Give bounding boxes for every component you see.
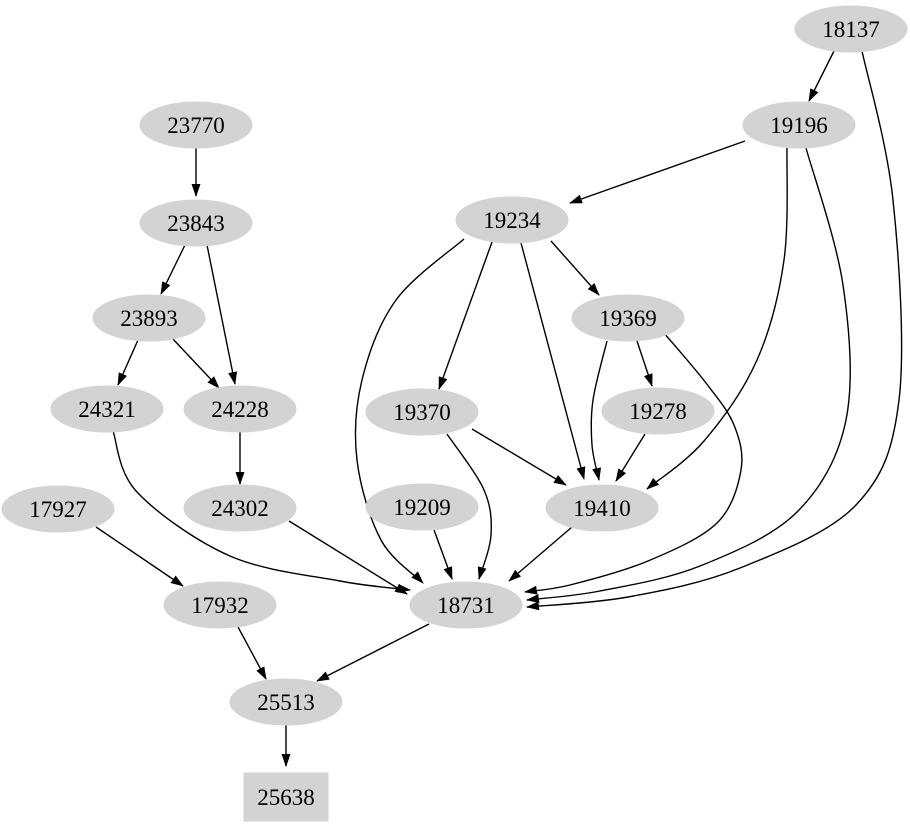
node-label-19234: 19234 (483, 208, 541, 233)
node-label-24302: 24302 (211, 496, 269, 521)
edge-19196-19410 (646, 147, 788, 490)
node-shape-17927 (1, 485, 115, 533)
node-shape-23893 (92, 294, 206, 342)
edge-18137-18731 (526, 50, 903, 611)
node-shape-17932 (163, 581, 277, 629)
node-label-19196: 19196 (770, 113, 828, 138)
node-label-19370: 19370 (393, 400, 451, 425)
node-label-18731: 18731 (437, 593, 495, 618)
edge-19410-18731 (508, 526, 573, 582)
node-shape-25513 (229, 678, 343, 726)
node-label-19369: 19369 (599, 306, 657, 331)
node-24228: 24228 (183, 385, 297, 433)
node-shape-19196 (742, 101, 856, 149)
node-19370: 19370 (365, 388, 479, 436)
edge-18731-25513 (316, 623, 430, 682)
node-17932: 17932 (163, 581, 277, 629)
node-shape-19370 (365, 388, 479, 436)
node-18137: 18137 (794, 5, 908, 53)
node-19278: 19278 (601, 387, 715, 435)
node-label-19278: 19278 (629, 399, 687, 424)
node-shape-19278 (601, 387, 715, 435)
edge-19369-19410 (590, 340, 608, 481)
edge-19234-19410 (520, 242, 586, 480)
node-shape-19209 (365, 483, 479, 531)
edge-18137-19196 (808, 50, 835, 102)
node-23893: 23893 (92, 294, 206, 342)
edge-19370-18731 (446, 433, 492, 580)
node-shape-24321 (50, 385, 164, 433)
edge-17932-25513 (237, 626, 267, 680)
node-label-17932: 17932 (191, 593, 249, 618)
node-23770: 23770 (139, 101, 253, 149)
edge-19234-18731 (354, 238, 465, 584)
edge-19234-19369 (550, 240, 600, 296)
node-label-17927: 17927 (29, 497, 87, 522)
edge-19209-18731 (433, 529, 453, 580)
node-shape-19234 (455, 196, 569, 244)
node-label-18137: 18137 (822, 17, 880, 42)
node-19209: 19209 (365, 483, 479, 531)
node-25638: 25638 (243, 772, 329, 822)
node-19369: 19369 (571, 294, 685, 342)
node-shape-24228 (183, 385, 297, 433)
node-shape-18137 (794, 5, 908, 53)
node-25513: 25513 (229, 678, 343, 726)
edge-19369-18731 (524, 332, 743, 595)
node-19196: 19196 (742, 101, 856, 149)
edge-19370-19410 (471, 428, 567, 486)
node-24321: 24321 (50, 385, 164, 433)
edge-24321-18731 (112, 430, 411, 593)
edge-23893-24321 (117, 339, 139, 386)
node-23843: 23843 (139, 199, 253, 247)
edge-19196-18731 (526, 147, 851, 604)
edge-24302-18731 (288, 520, 408, 595)
node-label-19209: 19209 (393, 495, 451, 520)
node-shape-19410 (545, 484, 659, 532)
edge-23843-24228 (206, 244, 238, 385)
node-shape-24302 (183, 484, 297, 532)
edge-17927-17932 (95, 526, 184, 587)
node-shape-25638 (243, 772, 329, 822)
node-label-23893: 23893 (120, 306, 178, 331)
edge-19369-19278 (636, 340, 653, 387)
edge-19278-19410 (615, 433, 646, 482)
node-label-19410: 19410 (573, 496, 631, 521)
node-label-25513: 25513 (257, 690, 315, 715)
edge-23843-23893 (160, 244, 186, 295)
node-label-24321: 24321 (78, 397, 136, 422)
node-label-23843: 23843 (167, 211, 225, 236)
node-shape-23843 (139, 199, 253, 247)
node-18731: 18731 (409, 581, 523, 629)
node-shape-18731 (409, 581, 523, 629)
node-24302: 24302 (183, 484, 297, 532)
edge-19196-19234 (569, 140, 746, 204)
node-shape-19369 (571, 294, 685, 342)
node-label-25638: 25638 (257, 785, 315, 810)
node-19234: 19234 (455, 196, 569, 244)
node-label-23770: 23770 (167, 113, 225, 138)
node-19410: 19410 (545, 484, 659, 532)
node-label-24228: 24228 (211, 397, 269, 422)
node-17927: 17927 (1, 485, 115, 533)
node-shape-23770 (139, 101, 253, 149)
edge-19234-19370 (438, 241, 493, 390)
edge-23893-24228 (171, 337, 220, 389)
